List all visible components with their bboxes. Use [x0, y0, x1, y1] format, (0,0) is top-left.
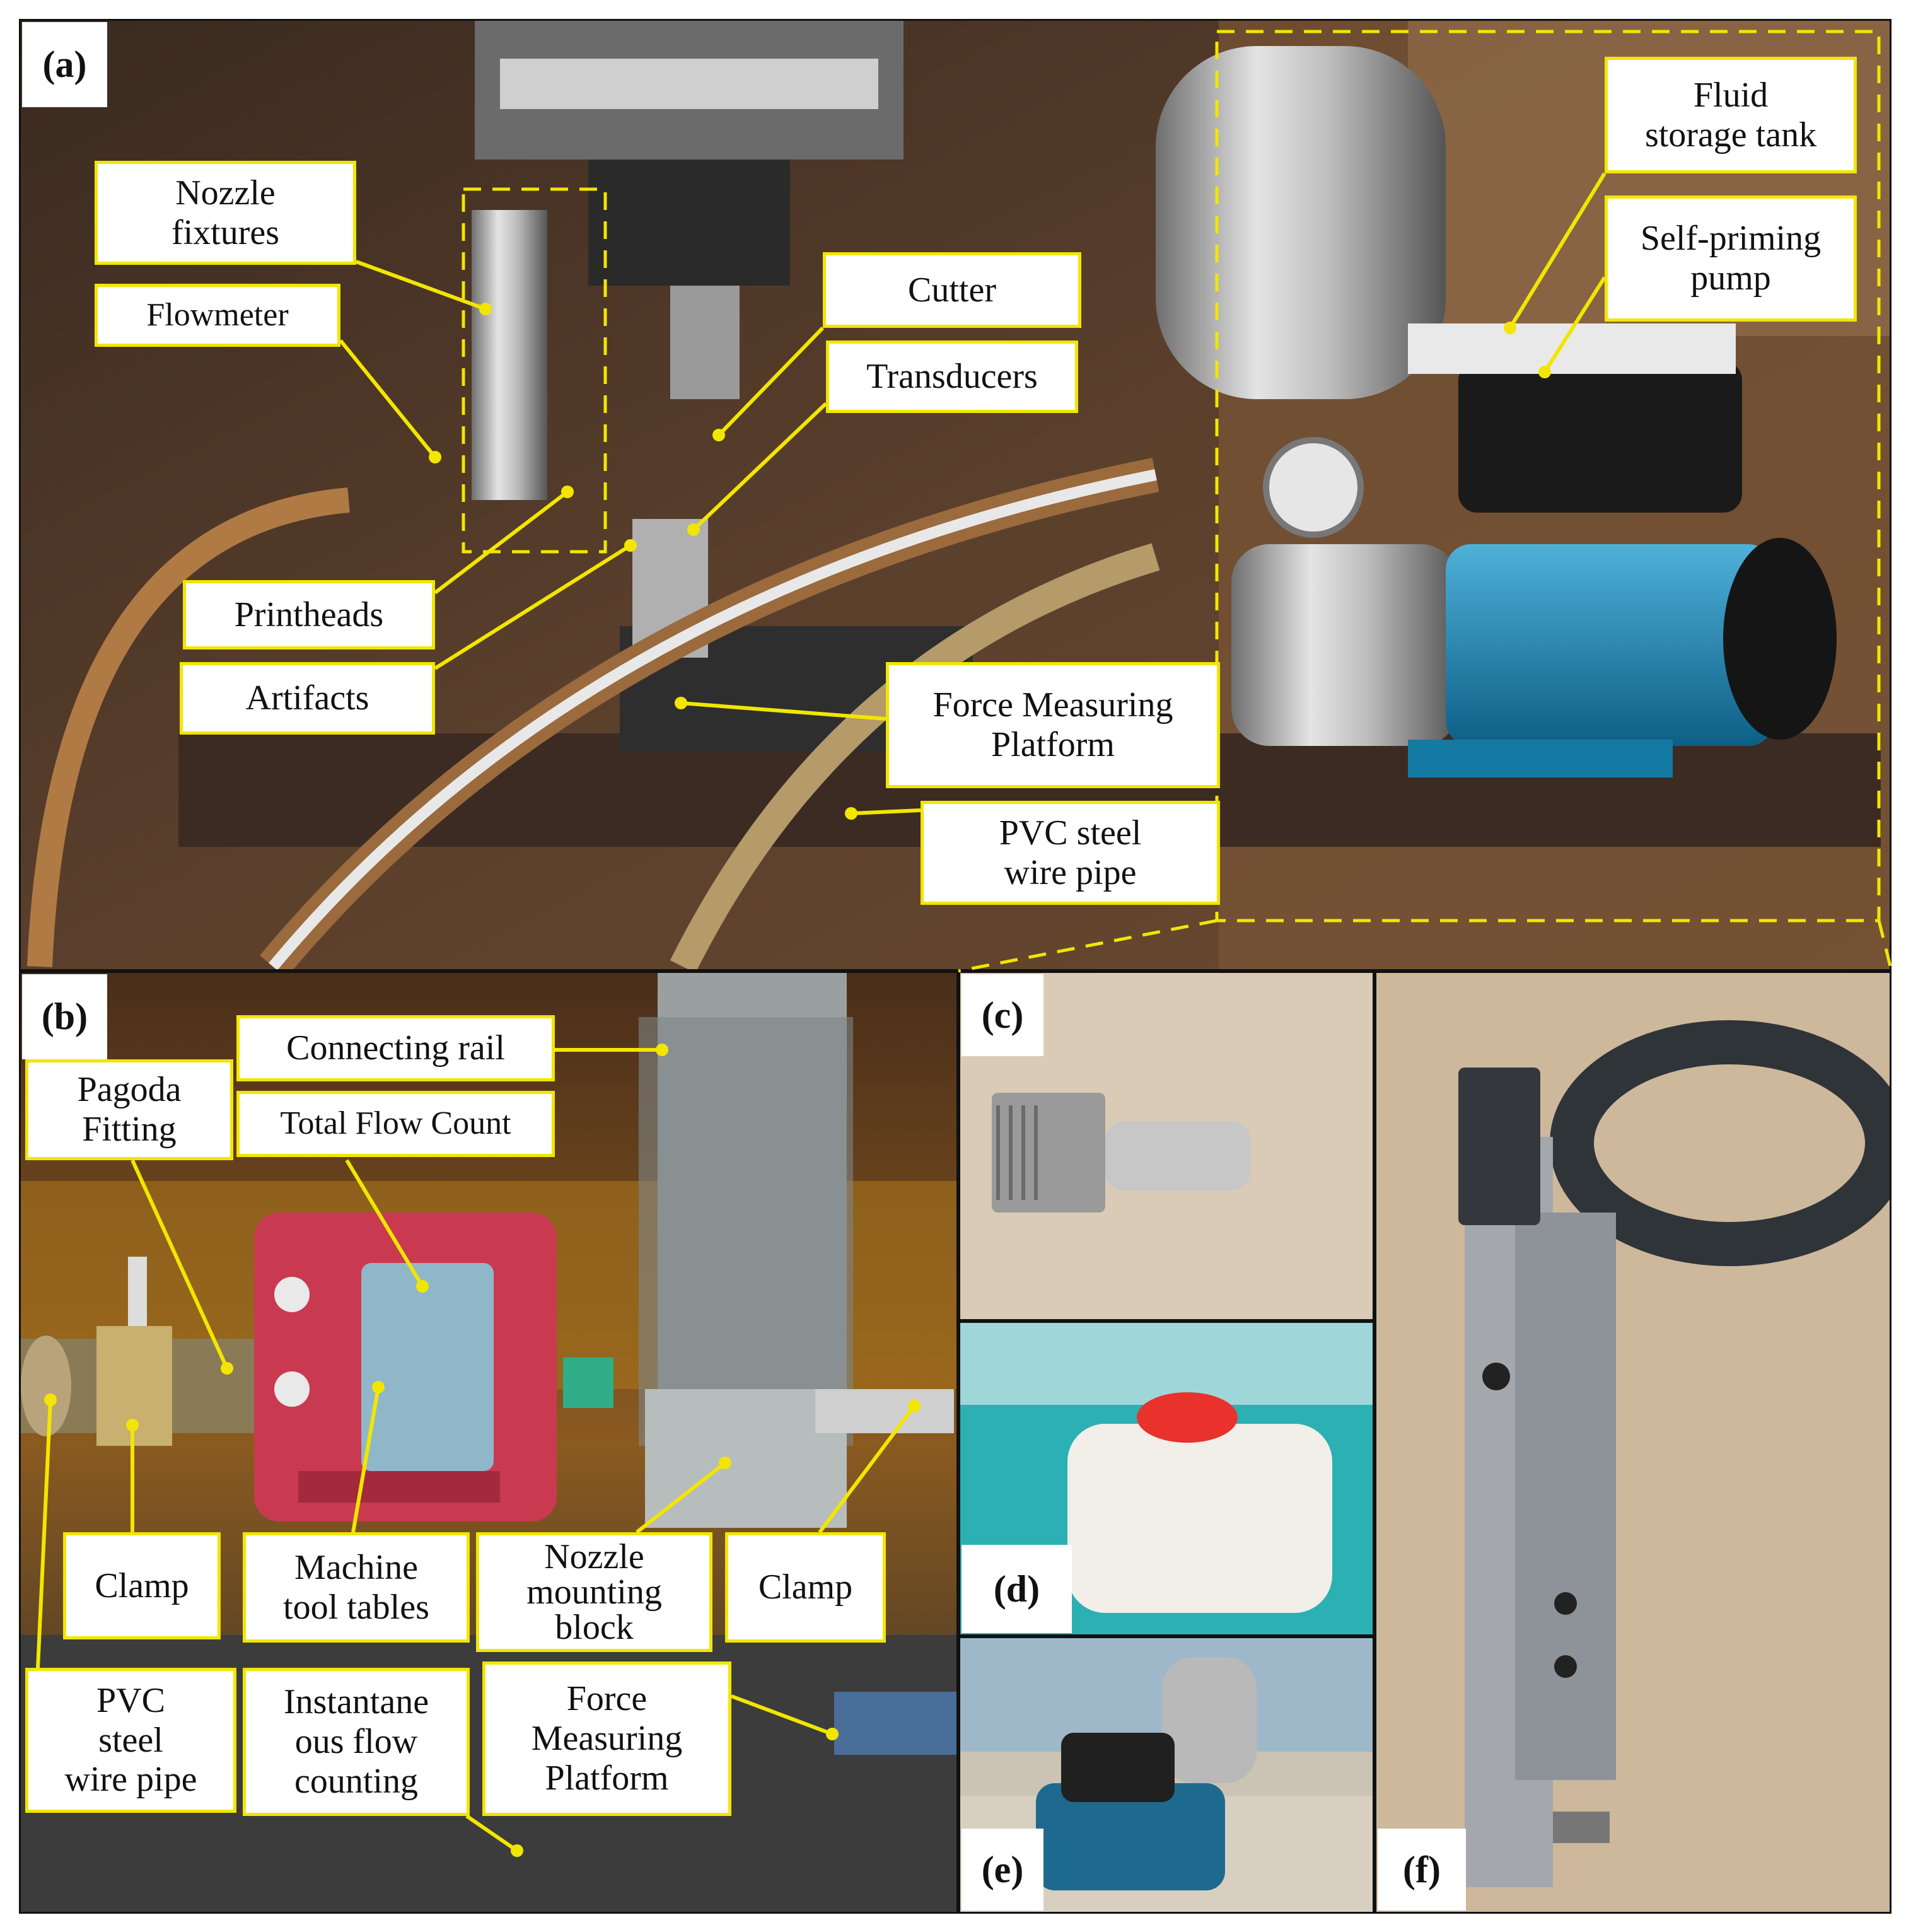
panel-e-tag: (e)	[962, 1829, 1043, 1911]
label-nozzle-fixtures: Nozzle fixtures	[95, 161, 356, 265]
label-pvc-pipe-a: PVC steel wire pipe	[921, 801, 1220, 905]
label-machine-tool-tables: Machine tool tables	[243, 1532, 470, 1643]
panel-a-tag: (a)	[22, 22, 107, 107]
label-clamp-left: Clamp	[63, 1532, 221, 1639]
label-instantaneous-flow: Instantane ous flow counting	[243, 1668, 470, 1816]
label-nozzle-mounting-block: Nozzle mounting block	[476, 1532, 712, 1652]
nozzle-fixture-photo	[1376, 973, 1890, 1912]
panel-d-photo	[958, 1321, 1374, 1636]
label-flowmeter: Flowmeter	[95, 284, 340, 347]
label-artifacts: Artifacts	[180, 662, 435, 735]
water-tank-photo	[960, 1323, 1373, 1634]
panel-d-tag: (d)	[962, 1545, 1072, 1633]
label-fluid-tank: Fluid storage tank	[1605, 57, 1857, 173]
label-force-platform-b: Force Measuring Platform	[482, 1661, 731, 1816]
label-force-platform-a: Force Measuring Platform	[886, 662, 1220, 788]
panel-f-tag: (f)	[1378, 1829, 1466, 1911]
panel-c-tag: (c)	[962, 974, 1043, 1056]
nozzle-dashed-box	[462, 187, 607, 554]
label-pagoda-fitting: Pagoda Fitting	[25, 1059, 233, 1160]
panel-e-photo	[958, 1636, 1374, 1914]
pump-dashed-box	[1215, 30, 1881, 922]
label-clamp-right: Clamp	[725, 1532, 886, 1643]
panel-b-tag: (b)	[22, 974, 107, 1059]
label-cutter: Cutter	[823, 252, 1081, 328]
label-pvc-pipe-b: PVC steel wire pipe	[25, 1668, 236, 1813]
panel-f-photo	[1374, 971, 1891, 1914]
label-connecting-rail: Connecting rail	[236, 1015, 555, 1081]
label-self-priming-pump: Self-priming pump	[1605, 195, 1857, 322]
pump-photo	[960, 1638, 1373, 1912]
label-printheads: Printheads	[183, 580, 435, 649]
label-transducers: Transducers	[826, 340, 1078, 413]
label-total-flow-count: Total Flow Count	[236, 1091, 555, 1157]
